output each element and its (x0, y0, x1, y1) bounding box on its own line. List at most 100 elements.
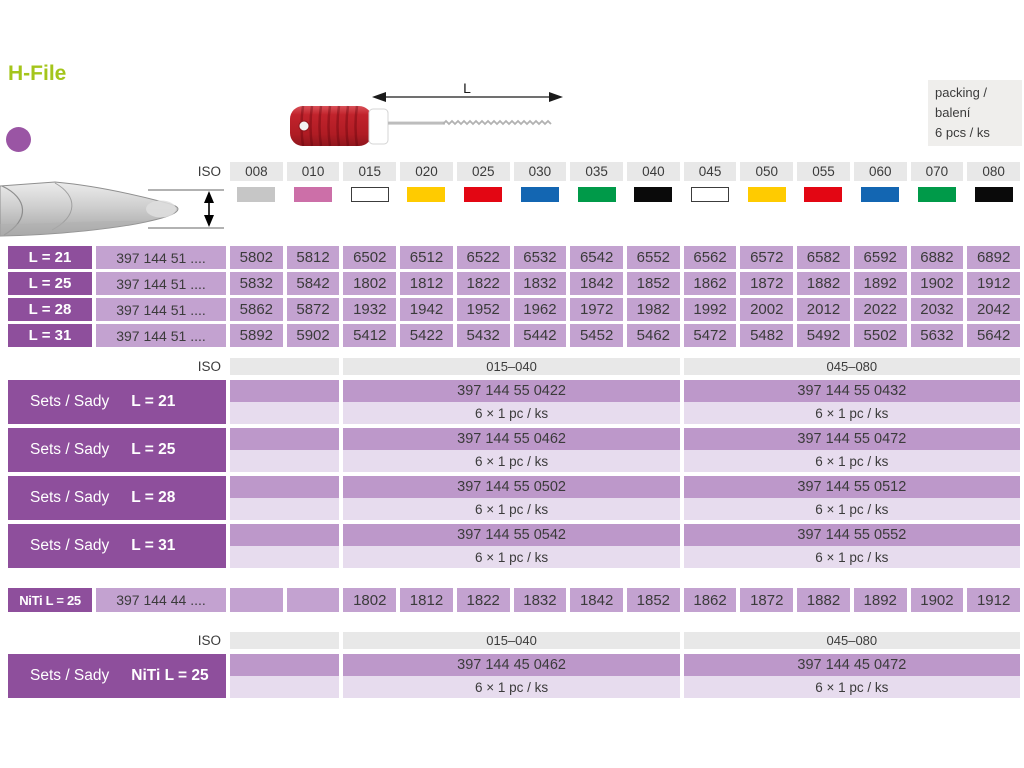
iso-swatch-cell (911, 186, 964, 202)
iso-swatch-cell (400, 186, 453, 202)
code-cell: 5422 (400, 324, 453, 347)
code-cell: 6532 (513, 246, 567, 269)
set-blank-cell (230, 524, 340, 546)
sets-row-label: Sets / Sady L = 25 (8, 428, 226, 472)
set-blank-cell (230, 380, 340, 402)
iso-swatch-cell (740, 186, 793, 202)
code-cell: 5842 (286, 272, 340, 295)
code-prefix-cell: 397 144 51 .... (96, 272, 226, 295)
length-row-label: L = 28 (8, 298, 92, 321)
code-cell: 1862 (683, 588, 737, 612)
code-cell: 2042 (967, 298, 1020, 321)
code-prefix-cell: 397 144 51 .... (96, 246, 226, 269)
code-cell: 6882 (910, 246, 964, 269)
set-code-cell: 397 144 45 0462 (343, 654, 680, 676)
code-cell: 1822 (456, 588, 510, 612)
category-dot (6, 127, 31, 152)
set-blank-cell (230, 654, 340, 676)
iso-color-swatch (691, 186, 730, 202)
iso-range-cell: 015–040 (343, 358, 680, 375)
set-qty-cell: 6 × 1 pc / ks (683, 402, 1020, 424)
iso-swatch-cell (514, 186, 567, 202)
set-code-cell: 397 144 55 0542 (343, 524, 680, 546)
code-prefix-cell: 397 144 44 .... (96, 588, 226, 612)
iso-size-cell: 050 (740, 162, 794, 181)
set-code-cell: 397 144 55 0512 (683, 476, 1020, 498)
set-blank-cell (230, 428, 340, 450)
code-cell: 6582 (797, 246, 850, 269)
set-code-cell: 397 144 55 0552 (683, 524, 1020, 546)
code-cell: 5482 (740, 324, 794, 347)
code-cell: 2032 (910, 298, 964, 321)
set-qty-cell: 6 × 1 pc / ks (683, 546, 1020, 568)
code-cell (286, 588, 340, 612)
code-cell: 1902 (910, 272, 964, 295)
sets-label-length: L = 28 (131, 489, 176, 506)
page-title: H-File (8, 62, 67, 85)
set-code-cell: 397 144 55 0472 (683, 428, 1020, 450)
iso-color-swatch (747, 186, 786, 202)
iso-color-swatch (294, 186, 333, 202)
iso-range-cell: 045–080 (683, 358, 1020, 375)
iso-size-cell: 015 (343, 162, 397, 181)
iso-color-swatch (407, 186, 446, 202)
iso-size-cell: 070 (910, 162, 964, 181)
iso-color-swatch (917, 186, 956, 202)
set-blank-cell (230, 498, 340, 520)
code-cell: 1842 (570, 588, 623, 612)
code-cell: 2022 (853, 298, 907, 321)
iso-size-cell: 080 (967, 162, 1020, 181)
code-cell: 6542 (570, 246, 623, 269)
set-blank-cell (230, 402, 340, 424)
code-cell: 1972 (570, 298, 623, 321)
iso-swatch-cell (797, 186, 850, 202)
iso-color-swatch (974, 186, 1013, 202)
sets-label-length: L = 25 (131, 441, 176, 458)
code-cell: 1882 (797, 272, 850, 295)
code-cell: 5632 (910, 324, 964, 347)
code-cell: 1962 (513, 298, 567, 321)
iso-swatch-cell (627, 186, 680, 202)
iso-color-swatch (861, 186, 900, 202)
packing-line-2: 6 pcs / ks (935, 125, 990, 141)
sets-label-text: Sets / Sady (30, 537, 110, 554)
code-cell: 6512 (400, 246, 453, 269)
code-cell: 2002 (740, 298, 794, 321)
set-qty-cell: 6 × 1 pc / ks (343, 402, 680, 424)
code-cell: 1822 (456, 272, 510, 295)
sets-label-text: Sets / Sady (30, 441, 110, 458)
code-cell: 5492 (797, 324, 850, 347)
iso-size-cell: 010 (286, 162, 340, 181)
code-prefix-cell: 397 144 51 .... (96, 298, 226, 321)
code-cell: 1982 (627, 298, 680, 321)
file-handle (290, 105, 389, 147)
set-blank-cell (230, 450, 340, 472)
length-row-label: L = 21 (8, 246, 92, 269)
code-cell: 1912 (967, 272, 1020, 295)
file-illustration: L (290, 80, 563, 147)
code-cell: 5442 (513, 324, 567, 347)
code-cell: 5412 (343, 324, 397, 347)
iso-size-cell: 040 (627, 162, 680, 181)
sets-label-text: Sets / Sady (30, 393, 110, 410)
set-code-cell: 397 144 55 0462 (343, 428, 680, 450)
niti-row-label: NiTi L = 25 (8, 588, 92, 612)
iso-column-label: ISO (197, 633, 221, 648)
code-cell: 1842 (570, 272, 623, 295)
code-cell: 1902 (910, 588, 964, 612)
iso-range-cell: 015–040 (343, 632, 680, 649)
iso-range-blank (230, 632, 340, 649)
iso-range-cell: 045–080 (683, 632, 1020, 649)
